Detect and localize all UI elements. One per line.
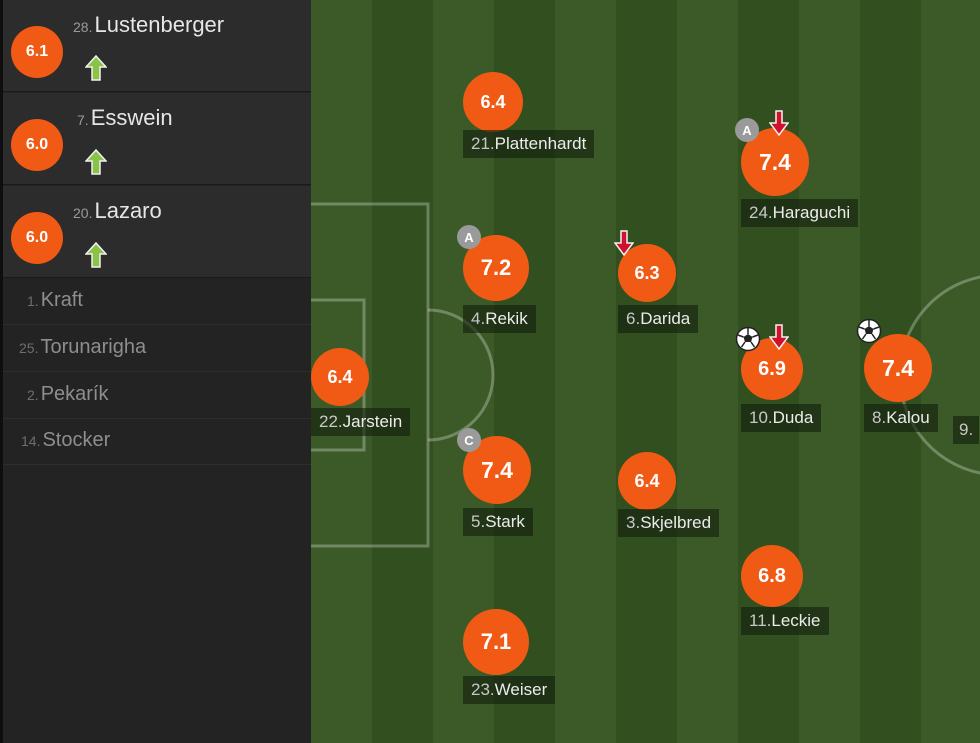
substitute-row[interactable]: 6.0 20.Lazaro	[3, 186, 311, 278]
rating-bubble: 7.1	[463, 609, 529, 675]
player-name-text: Plattenhardt	[494, 134, 587, 153]
rating-bubble: 6.4	[618, 452, 676, 510]
player-label: 24.Haraguchi	[741, 199, 859, 227]
player-name-text: Kalou	[886, 408, 930, 427]
player-name-text: Torunarigha	[40, 336, 147, 358]
player-name-text: Skjelbred	[640, 513, 712, 532]
rating-bubble: 6.0	[11, 212, 63, 264]
rating-bubble: 6.8	[741, 545, 803, 607]
green-up-arrow-icon	[85, 149, 107, 175]
player-label: 6.Darida	[618, 305, 699, 333]
player-number: 8.	[872, 408, 887, 427]
player-number: 4.	[471, 309, 486, 328]
player-label: 11.Leckie	[741, 607, 829, 635]
partial-player-label[interactable]: 9.	[953, 416, 980, 444]
rating-bubble: 6.3	[618, 244, 676, 302]
player-number: 14.	[21, 433, 41, 449]
rating-bubble: 6.0	[11, 119, 63, 171]
rating-bubble: 7.4	[864, 334, 932, 402]
rating-bubble: 6.1	[11, 26, 63, 78]
player-name-text: Lazaro	[94, 198, 162, 223]
player-name-text: Stocker	[42, 429, 111, 451]
soccer-ball-icon	[856, 318, 882, 344]
lineup-sidebar: 6.1 28.Lustenberger 6.0 7.Esswein 6.0 20…	[0, 0, 311, 743]
player-number: 5.	[471, 512, 486, 531]
player-number: 6.	[626, 309, 641, 328]
player-name-text: Pekarík	[40, 383, 109, 405]
player-label: 23.Weiser	[463, 676, 556, 704]
player-name-text: Leckie	[771, 611, 821, 630]
player-name-text: Duda	[772, 408, 814, 427]
player-name-text: Jarstein	[342, 412, 403, 431]
player-label: 22.Jarstein	[311, 408, 411, 436]
player-number: 23.	[471, 680, 495, 699]
red-down-arrow-icon	[769, 110, 789, 136]
substitute-row[interactable]: 6.0 7.Esswein	[3, 93, 311, 185]
player-name-text: Esswein	[90, 105, 173, 130]
player-name-text: Rekik	[485, 309, 528, 328]
player-number: 3.	[626, 513, 641, 532]
red-down-arrow-icon	[614, 230, 634, 256]
player-label: 10.Duda	[741, 404, 822, 432]
player-name: 28.Lustenberger	[73, 12, 224, 38]
player-number: 24.	[749, 203, 773, 222]
player-name-text: Darida	[640, 309, 691, 328]
player-number: 20.	[73, 205, 93, 221]
player-name-text: Kraft	[40, 289, 83, 311]
rating-bubble: 6.4	[463, 72, 523, 132]
bench-row[interactable]: 14.Stocker	[3, 419, 311, 465]
player-number: 28.	[73, 19, 93, 35]
player-number: 21.	[471, 134, 495, 153]
player-number: 7.	[77, 112, 89, 128]
captain-assistant-badge: A	[735, 118, 759, 142]
player-label: 21.Plattenhardt	[463, 130, 595, 158]
player-name-text: Weiser	[494, 680, 548, 699]
soccer-ball-icon	[735, 326, 761, 352]
captain-badge: C	[457, 428, 481, 452]
player-name-text: Haraguchi	[772, 203, 851, 222]
rating-bubble: 6.4	[311, 348, 369, 406]
player-number: 2.	[27, 387, 39, 403]
red-down-arrow-icon	[769, 324, 789, 350]
bench-row[interactable]: 2.Pekarík	[3, 373, 311, 419]
player-number: 11.	[749, 611, 772, 630]
substitute-row[interactable]: 6.1 28.Lustenberger	[3, 0, 311, 92]
player-name-text: Lustenberger	[94, 12, 225, 37]
player-label: 5.Stark	[463, 508, 533, 536]
pitch: 6.4 21.Plattenhardt 7.4 A 24.Haraguchi 7…	[311, 0, 980, 743]
player-label: 8.Kalou	[864, 404, 938, 432]
player-name-text: Stark	[485, 512, 525, 531]
player-label: 4.Rekik	[463, 305, 536, 333]
green-up-arrow-icon	[85, 55, 107, 81]
player-label: 3.Skjelbred	[618, 509, 720, 537]
player-number: 10.	[749, 408, 773, 427]
captain-assistant-badge: A	[457, 225, 481, 249]
player-number: 22.	[319, 412, 343, 431]
green-up-arrow-icon	[85, 242, 107, 268]
player-name: 20.Lazaro	[73, 198, 162, 224]
player-number: 25.	[19, 340, 39, 356]
player-name: 7.Esswein	[77, 105, 173, 131]
bench-row[interactable]: 25.Torunarigha	[3, 326, 311, 372]
player-number: 1.	[27, 293, 39, 309]
bench-row[interactable]: 1.Kraft	[3, 279, 311, 325]
